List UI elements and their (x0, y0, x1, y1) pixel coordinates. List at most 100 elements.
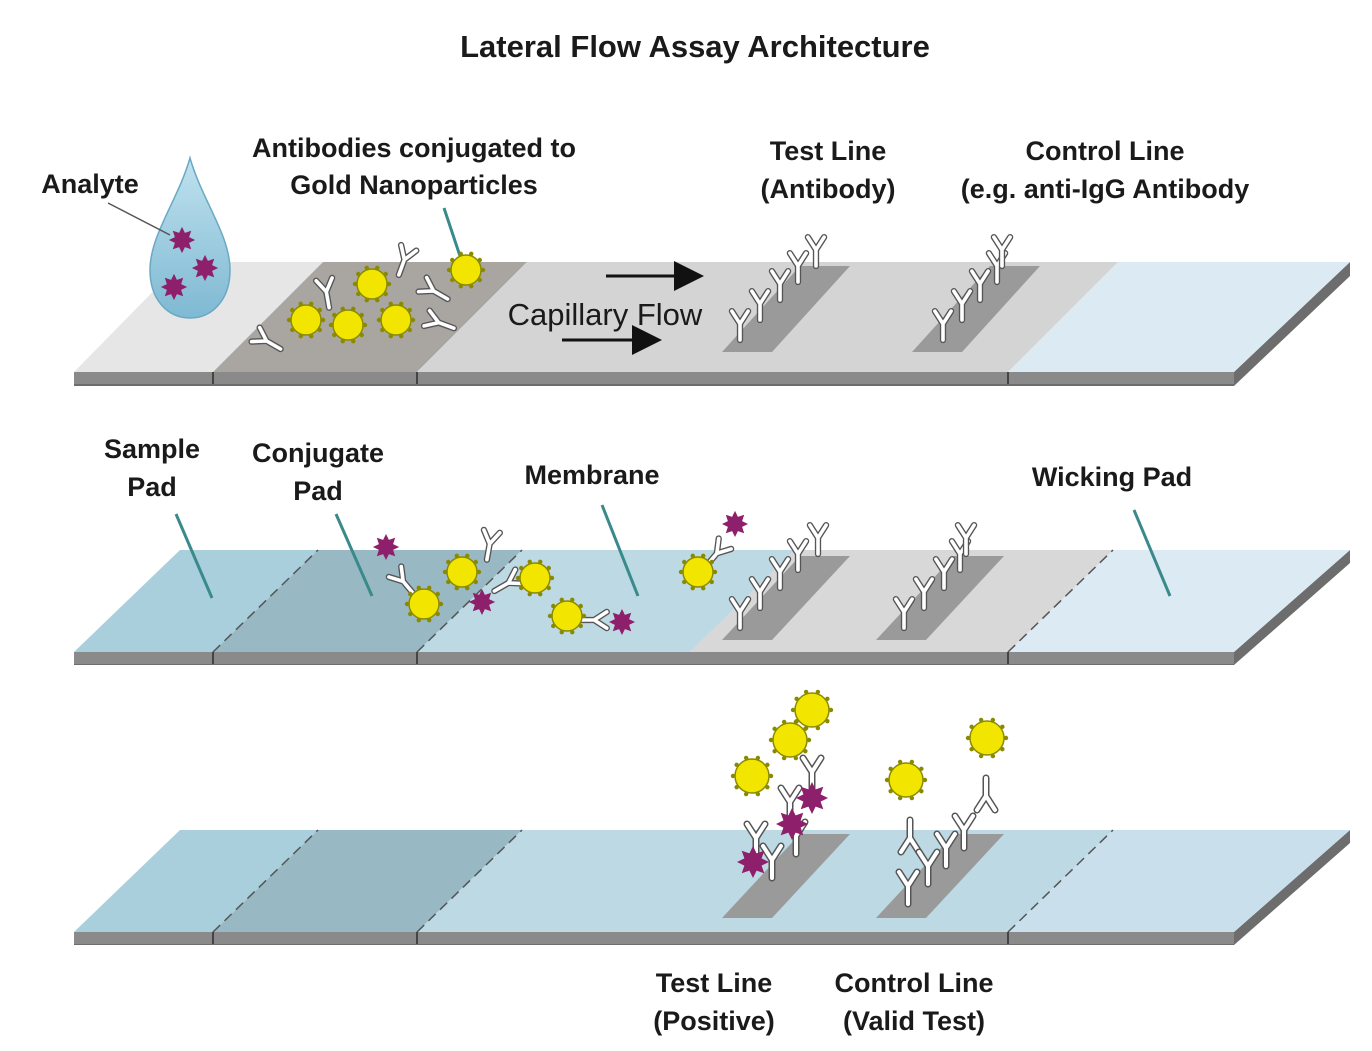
antibody-y (759, 842, 785, 882)
gold-nanoparticle (376, 301, 416, 339)
label-control-line-line2: (e.g. anti-IgG Antibody (961, 174, 1249, 204)
antibody-y (895, 868, 921, 908)
analyte-molecule (160, 273, 188, 301)
antibody-y (395, 241, 420, 279)
gold-nanoparticle (730, 755, 774, 797)
antibody-y (950, 288, 974, 324)
leader-sample-pad (174, 513, 214, 599)
label-control-valid-line2: (Valid Test) (843, 1006, 985, 1036)
antibody-layer (248, 234, 1014, 908)
analyte-layer (160, 226, 828, 878)
strip-3-conjugate-pad (213, 830, 522, 932)
label-antibodies-line2: Gold Nanoparticles (290, 170, 538, 200)
antibody-y (312, 274, 336, 311)
strip-1-conjugate-pad (213, 262, 527, 372)
gold-particle-layer (286, 251, 1009, 801)
gold-nanoparticle (547, 597, 587, 635)
leader-conjugate-pad (334, 513, 374, 597)
antibody-y (248, 324, 284, 353)
leader-membrane (600, 504, 640, 597)
antibody-y (933, 830, 959, 870)
antibody-y (915, 848, 941, 888)
strip-2-conjugate-pad (213, 550, 522, 652)
label-sample-pad-line1: Sample (104, 434, 200, 464)
gold-nanoparticle (446, 251, 486, 289)
gold-nanoparticle (790, 689, 834, 731)
label-wicking-pad: Wicking Pad (1032, 462, 1192, 492)
gold-nanoparticle (286, 301, 326, 339)
analyte-molecule (737, 846, 769, 878)
antibody-y (748, 288, 772, 324)
antibody-y (491, 566, 527, 595)
antibody-y (574, 608, 610, 632)
strip-3-wicking-pad (1008, 830, 1350, 932)
strip-1 (74, 262, 1350, 386)
antibody-y (990, 234, 1014, 270)
antibody-y (892, 596, 916, 632)
antibody-y (480, 526, 504, 563)
antibody-y (786, 538, 810, 574)
gold-nanoparticle (404, 585, 444, 623)
strip-2-test-line-band (722, 556, 850, 640)
analyte-molecule (722, 510, 748, 537)
strip-2 (74, 549, 1350, 665)
label-sample-pad-line2: Pad (127, 472, 177, 502)
antibody-y (912, 576, 936, 612)
label-test-positive-line2: (Positive) (653, 1006, 775, 1036)
antibody-y (931, 308, 955, 344)
gold-nanoparticle (328, 306, 368, 344)
analyte-molecule (609, 609, 635, 635)
antibody-y (415, 274, 451, 303)
strip-2-wicking-pad (1008, 550, 1350, 652)
label-control-valid-line1: Control Line (835, 968, 994, 998)
gold-nanoparticle (884, 759, 928, 801)
strip-3 (74, 829, 1350, 945)
diagram-title: Lateral Flow Assay Architecture (460, 29, 930, 64)
antibody-y (728, 308, 752, 344)
antibody-y (786, 250, 810, 286)
antibody-y (768, 268, 792, 304)
antibody-y (748, 576, 772, 612)
strip-2-sample-pad (74, 550, 318, 652)
analyte-molecule (168, 226, 196, 254)
antibody-y (968, 268, 992, 304)
leader-analyte (107, 202, 171, 236)
gold-nanoparticle (515, 559, 555, 597)
strip-2-control-line-band (876, 556, 1004, 640)
antibody-y (954, 522, 978, 558)
strip-1-wicking-pad (1008, 262, 1350, 372)
antibody-y (973, 774, 999, 814)
gold-nanoparticle (352, 265, 392, 303)
label-test-line-line1: Test Line (770, 136, 887, 166)
leader-wicking-pad (1132, 509, 1172, 597)
antibody-y (951, 812, 977, 852)
label-conjugate-pad-line2: Pad (293, 476, 343, 506)
label-membrane: Membrane (524, 460, 659, 490)
label-antibodies-line1: Antibodies conjugated to (252, 133, 576, 163)
antibody-y (728, 596, 752, 632)
label-analyte: Analyte (41, 169, 139, 199)
leader-antibodies (442, 207, 462, 257)
antibody-y (385, 563, 417, 597)
analyte-molecule (191, 254, 219, 282)
antibody-y (768, 556, 792, 592)
label-control-line-line1: Control Line (1026, 136, 1185, 166)
analyte-molecule (372, 534, 400, 560)
antibody-y (420, 307, 458, 332)
leader-lines (107, 202, 1172, 599)
analyte-molecule (468, 589, 496, 615)
antibody-y (897, 816, 923, 856)
gold-nanoparticle (678, 553, 718, 591)
label-test-line-line2: (Antibody) (761, 174, 896, 204)
gold-nanoparticle (442, 553, 482, 591)
strip-1-test-line-band (722, 266, 850, 352)
strip-3-sample-pad (74, 830, 318, 932)
antibody-y (806, 522, 830, 558)
strip-1-base (74, 372, 1234, 384)
label-capillary-flow: Capillary Flow (508, 297, 703, 332)
analyte-molecule (776, 808, 808, 840)
gold-nanoparticle (965, 717, 1009, 759)
strip-3-test-line-band (722, 834, 850, 918)
antibody-y (932, 556, 956, 592)
